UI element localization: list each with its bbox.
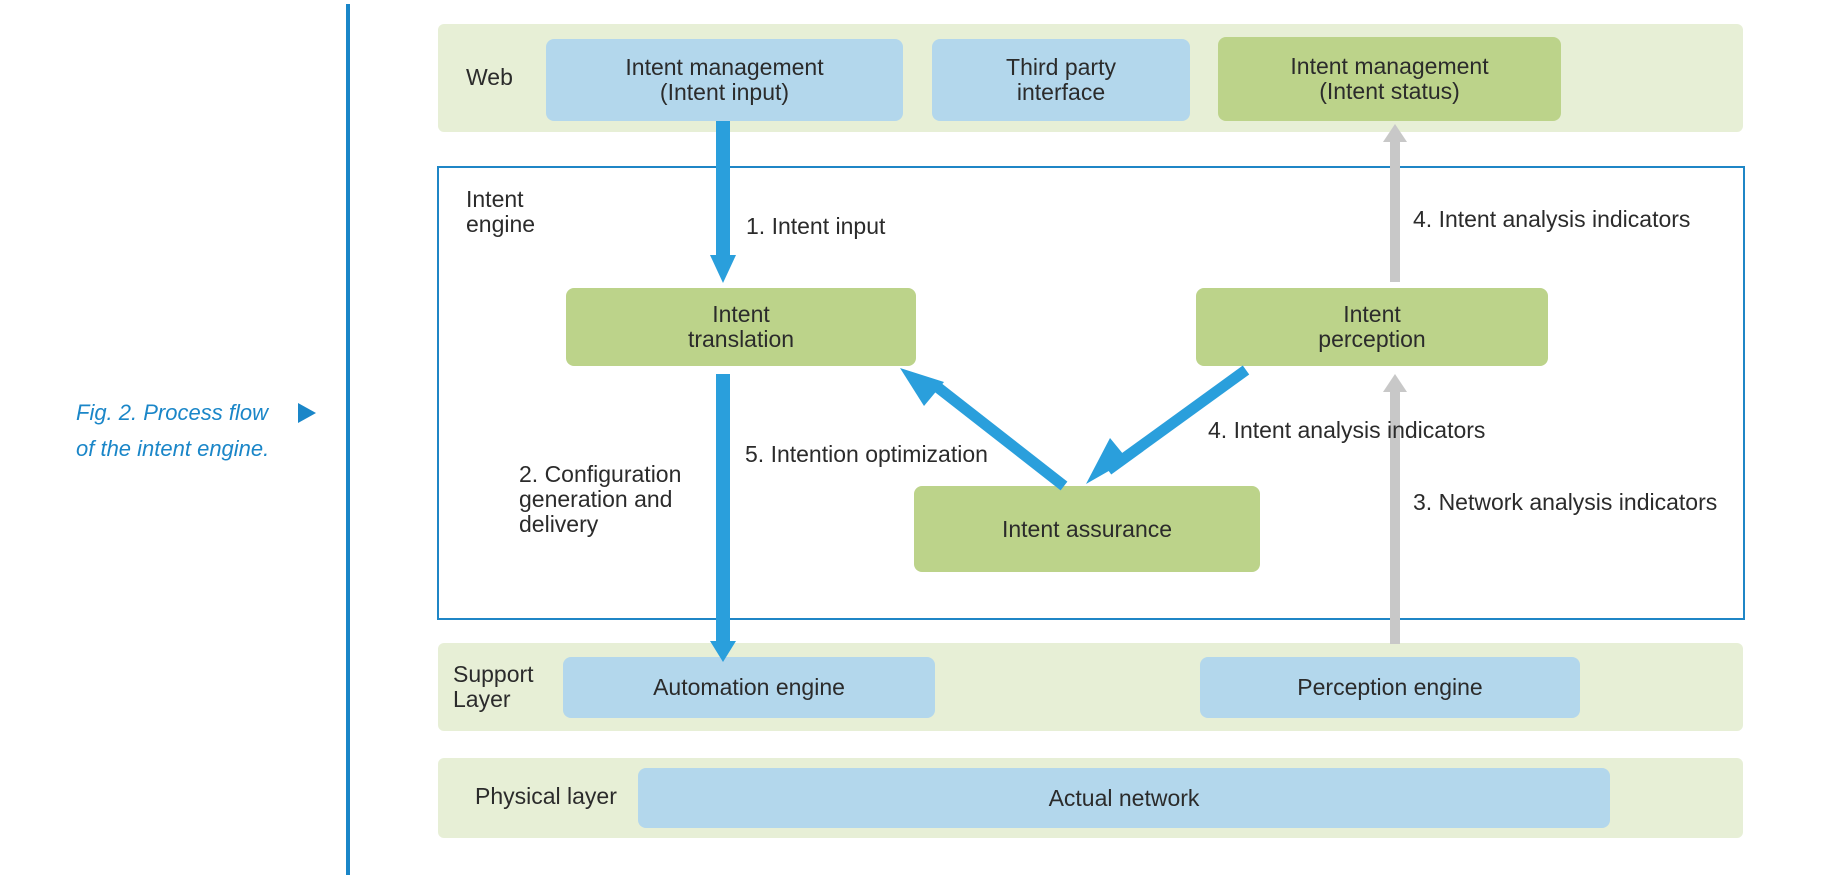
arrow-intent-indicators-top [1383,124,1407,282]
flow-label-intent-input: 1. Intent input [746,213,886,239]
vertical-divider [346,4,350,875]
arrow-intent-input [710,121,736,283]
arrow-perception-to-assurance [1086,365,1250,484]
caption-line-2: of the intent engine. [76,436,270,461]
perception-engine-box[interactable]: Perception engine [1200,657,1580,718]
actual-network-box[interactable]: Actual network [638,768,1610,828]
figure-caption: Fig. 2. Process flow of the intent engin… [76,395,316,467]
intent-status-box[interactable]: Intent management(Intent status) [1218,37,1561,121]
flow-label-intent-analysis-mid: 4. Intent analysis indicators [1208,417,1486,443]
intent-assurance-box[interactable]: Intent assurance [914,486,1260,572]
play-triangle-icon [297,403,316,423]
automation-engine-box[interactable]: Automation engine [563,657,935,718]
arrow-config-delivery [710,374,736,662]
intent-input-box[interactable]: Intent management(Intent input) [546,39,903,121]
physical-layer-label: Physical layer [475,783,617,809]
arrow-network-indicators [1383,374,1407,644]
arrow-intention-optimization [900,368,1068,491]
caption-line-1: Fig. 2. Process flow [76,400,268,425]
flow-label-network-analysis: 3. Network analysis indicators [1413,489,1718,515]
web-layer-label: Web [466,64,513,90]
flow-label-intent-analysis-top: 4. Intent analysis indicators [1413,206,1691,232]
flow-label-optimization: 5. Intention optimization [745,441,988,467]
